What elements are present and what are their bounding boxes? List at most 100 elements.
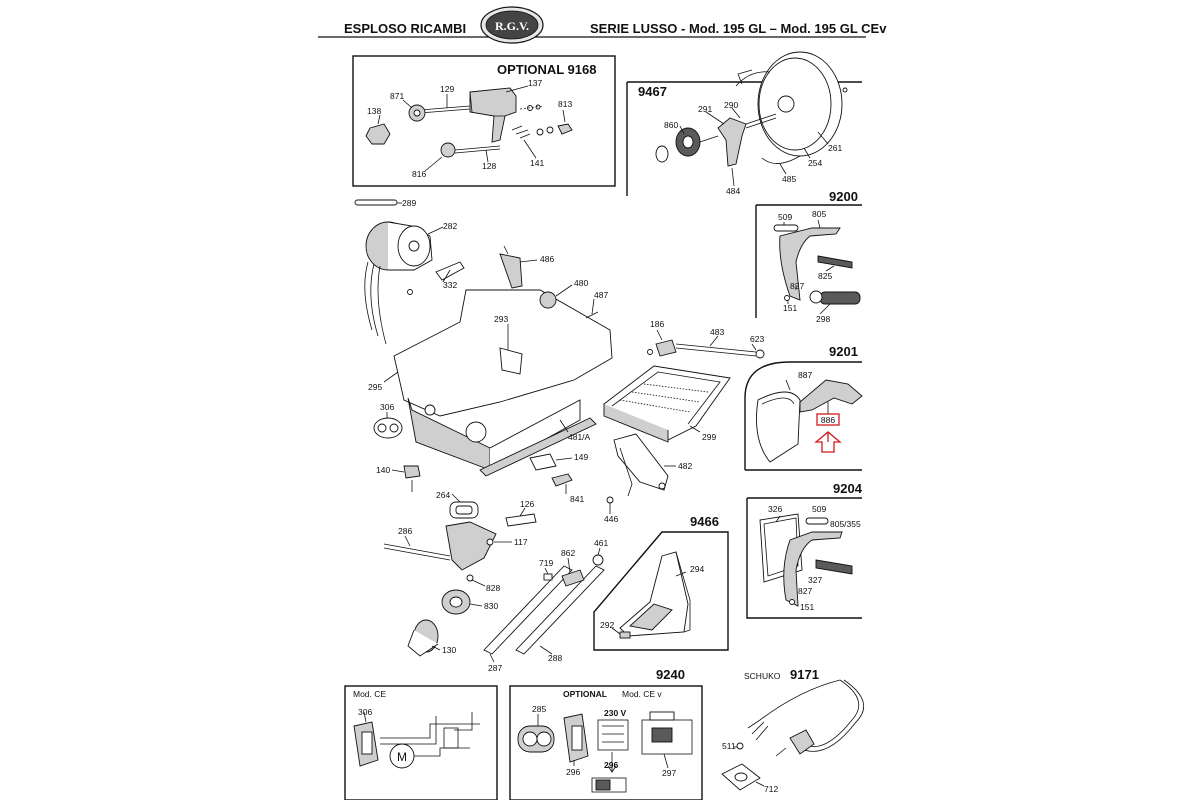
label-261: 261 xyxy=(828,143,842,153)
label-126: 126 xyxy=(520,499,534,509)
label-886: 886 xyxy=(821,415,835,425)
optional-9168-panel xyxy=(352,55,616,187)
label-827-9204: 827 xyxy=(798,586,812,596)
optional-9240-panel xyxy=(509,685,703,800)
label-287: 287 xyxy=(488,663,502,673)
label-186: 186 xyxy=(650,319,664,329)
label-486: 486 xyxy=(540,254,554,264)
optional-9168-parts xyxy=(365,85,573,172)
highlight-box-886 xyxy=(816,413,840,426)
label-296-left: 296 xyxy=(566,767,580,777)
label-298: 298 xyxy=(816,314,830,324)
g9200-title: 9200 xyxy=(829,189,858,204)
pusher-9204-parts xyxy=(759,513,853,607)
main-assembly-parts xyxy=(354,199,765,657)
label-294: 294 xyxy=(690,564,704,574)
label-285: 285 xyxy=(532,704,546,714)
header-left-title: ESPLOSO RICAMBI xyxy=(344,21,466,36)
mod-ce-circuit: M xyxy=(353,711,480,769)
g9467-title: 9467 xyxy=(638,84,667,99)
label-805-355: 805/355 xyxy=(830,519,861,529)
label-813: 813 xyxy=(558,99,572,109)
g9240-title: 9240 xyxy=(656,667,685,682)
label-293: 293 xyxy=(494,314,508,324)
label-137: 137 xyxy=(528,78,542,88)
label-719: 719 xyxy=(539,558,553,568)
label-461: 461 xyxy=(594,538,608,548)
label-487: 487 xyxy=(594,290,608,300)
label-130: 130 xyxy=(442,645,456,655)
voltage-label: 230 V xyxy=(604,708,627,718)
g9171-title: 9171 xyxy=(790,667,819,682)
g9201-panel xyxy=(744,361,862,470)
label-264: 264 xyxy=(436,490,450,500)
g9466-title: 9466 xyxy=(690,514,719,529)
label-332: 332 xyxy=(443,280,457,290)
label-299: 299 xyxy=(702,432,716,442)
label-816: 816 xyxy=(412,169,426,179)
label-254: 254 xyxy=(808,158,822,168)
label-151-9200: 151 xyxy=(783,303,797,313)
label-306-ce: 306 xyxy=(358,707,372,717)
label-623: 623 xyxy=(750,334,764,344)
label-887: 887 xyxy=(798,370,812,380)
label-141: 141 xyxy=(530,158,544,168)
mod-ce-v-label: Mod. CE v xyxy=(622,689,662,699)
label-825: 825 xyxy=(818,271,832,281)
label-138: 138 xyxy=(367,106,381,116)
schuko-label: SCHUKO xyxy=(744,671,781,681)
label-871: 871 xyxy=(390,91,404,101)
label-860: 860 xyxy=(664,120,678,130)
optional-9240-parts xyxy=(517,711,693,793)
rgv-logo: R.G.V. xyxy=(480,6,544,44)
guard-9201-parts xyxy=(756,379,863,463)
mod-ce-title: Mod. CE xyxy=(353,689,386,699)
label-128: 128 xyxy=(482,161,496,171)
label-291: 291 xyxy=(698,104,712,114)
label-306-main: 306 xyxy=(380,402,394,412)
label-482: 482 xyxy=(678,461,692,471)
label-297: 297 xyxy=(662,768,676,778)
g9204-panel xyxy=(746,497,862,619)
g9204-title: 9204 xyxy=(833,481,863,496)
g9201-title: 9201 xyxy=(829,344,858,359)
main-leaders xyxy=(383,202,757,663)
label-117: 117 xyxy=(514,537,528,547)
mod-ce-panel xyxy=(344,685,498,800)
pusher-9200-parts xyxy=(773,219,861,315)
label-326: 326 xyxy=(768,504,782,514)
label-827-9200: 827 xyxy=(790,281,804,291)
label-805: 805 xyxy=(812,209,826,219)
label-484: 484 xyxy=(726,186,740,196)
header-right-title: SERIE LUSSO - Mod. 195 GL – Mod. 195 GL … xyxy=(590,21,887,36)
label-292: 292 xyxy=(600,620,614,630)
label-712: 712 xyxy=(764,784,778,794)
g9466-panel xyxy=(593,531,729,651)
label-289: 289 xyxy=(402,198,416,208)
label-282: 282 xyxy=(443,221,457,231)
label-290: 290 xyxy=(724,100,738,110)
label-509-9204: 509 xyxy=(812,504,826,514)
optional-9240-title: OPTIONAL xyxy=(563,689,607,699)
label-509-9200: 509 xyxy=(778,212,792,222)
label-481a: 481/A xyxy=(568,432,591,442)
label-140: 140 xyxy=(376,465,390,475)
label-511: 511 xyxy=(722,741,736,751)
label-327: 327 xyxy=(808,575,822,585)
label-286: 286 xyxy=(398,526,412,536)
optional-9168-title: OPTIONAL 9168 xyxy=(497,62,596,77)
label-828: 828 xyxy=(486,583,500,593)
label-862: 862 xyxy=(561,548,575,558)
label-485: 485 xyxy=(782,174,796,184)
blade-guard-9467-parts xyxy=(655,51,848,187)
motor-symbol: M xyxy=(397,750,407,764)
label-296-center: 296 xyxy=(604,760,618,770)
label-830: 830 xyxy=(484,601,498,611)
label-288: 288 xyxy=(548,653,562,663)
label-841: 841 xyxy=(570,494,584,504)
label-151-9204: 151 xyxy=(800,602,814,612)
label-480: 480 xyxy=(574,278,588,288)
g9200-panel xyxy=(755,204,862,318)
label-129: 129 xyxy=(440,84,454,94)
